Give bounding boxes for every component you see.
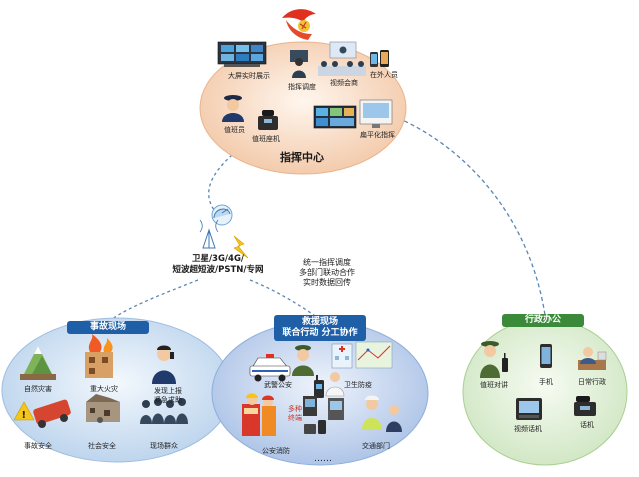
- health-worker-icon: [325, 372, 345, 397]
- video-meeting-icon: [318, 41, 366, 76]
- duty-officer-admin-icon: [480, 341, 508, 378]
- label-armed-police: 武警公安: [264, 381, 292, 389]
- natural-disaster-icon: [20, 346, 56, 380]
- duty-desk-phone-icon: [258, 110, 278, 130]
- link-cc-network: [208, 154, 233, 216]
- fire-trucks-icon: [242, 393, 276, 436]
- radio-tower-icon: [199, 219, 219, 249]
- lightning-signal-icon: [233, 235, 249, 259]
- duty-officer-icon: [222, 95, 244, 122]
- network-types: 卫星/3G/4G/ 短波超短波/PSTN/专网: [168, 254, 268, 276]
- desk-phone-icon: [574, 396, 596, 416]
- label-ellipsis: ……: [314, 454, 332, 464]
- coordination-line-2: 多部门联动合作: [299, 268, 355, 277]
- dispatch-operator-icon: [290, 50, 308, 78]
- coordination-line-3: 实时数据回传: [303, 278, 351, 287]
- onsite-crowd-icon: [140, 398, 188, 424]
- label-phone: 话机: [580, 421, 594, 429]
- rescue-title-line-1: 救援现场: [301, 317, 338, 327]
- label-fire: 公安消防: [262, 447, 290, 455]
- big-screen-icon: [217, 41, 267, 67]
- armed-police-icon: [292, 345, 314, 376]
- label-video-phone: 视频话机: [514, 425, 542, 433]
- link-cc-admin: [397, 117, 546, 316]
- police-car-icon: [249, 354, 291, 382]
- label-multi-terminal: 多种 终端: [288, 405, 302, 423]
- label-onsite-crowd: 现场群众: [150, 442, 178, 450]
- label-dispatch: 指挥调度: [288, 83, 316, 91]
- accident-safety-icon: !: [13, 399, 71, 428]
- admin-ellipse: [462, 318, 628, 466]
- traffic-police-icon: [362, 395, 402, 432]
- rescue-title-line-2: 联合行动 分工协作: [282, 328, 358, 338]
- label-accident-safety: 事故安全: [24, 442, 52, 450]
- major-fire-icon: [85, 334, 113, 378]
- flat-command-screens-icon: [313, 99, 393, 129]
- daily-admin-icon: [578, 347, 607, 370]
- link-network-rescue: [249, 279, 319, 319]
- reporter-officer-icon: [152, 345, 176, 384]
- label-health: 卫生防疫: [344, 381, 372, 389]
- map-overview-icon: [355, 341, 393, 369]
- admin-title: 行政办公: [502, 314, 584, 327]
- terminal-devices-icon: [303, 396, 344, 434]
- coordination-line-1: 统一指挥调度: [303, 258, 351, 267]
- label-duty-phone: 值班座机: [252, 135, 280, 143]
- rescue-title: 救援现场 联合行动 分工协作: [274, 315, 366, 341]
- label-duty-officer: 值班员: [224, 126, 245, 134]
- label-natural-disaster: 自然灾害: [24, 385, 52, 393]
- field-staff-phone-icon: [370, 50, 389, 67]
- label-daily-admin: 日常行政: [578, 378, 606, 386]
- terminal-radio-icon: [314, 375, 324, 398]
- label-duty-walkie: 值班对讲: [480, 381, 508, 389]
- label-report: 发现上报: [154, 387, 182, 395]
- label-flat-command: 扁平化指挥: [360, 131, 395, 139]
- accident-title: 事故现场: [67, 321, 149, 334]
- label-multi-terminal-2: 终端: [288, 414, 302, 422]
- video-phone-icon: [516, 398, 542, 420]
- label-major-fire: 重大火灾: [90, 385, 118, 393]
- label-report-2: 紧急求助: [154, 396, 182, 404]
- label-mobile: 手机: [539, 378, 553, 386]
- satellite-dish-icon: [211, 204, 233, 226]
- label-social-safety: 社会安全: [88, 442, 116, 450]
- emblem-icon: [282, 9, 316, 40]
- hospital-icon: [331, 343, 353, 369]
- label-video-meeting: 视频会商: [330, 79, 358, 87]
- label-big-screen: 大屏实时展示: [228, 72, 270, 80]
- network-line-1: 卫星/3G/4G/: [191, 254, 245, 264]
- svg-text:!: !: [22, 410, 27, 421]
- network-line-2: 短波超短波/PSTN/专网: [172, 265, 264, 275]
- coordination-notes: 统一指挥调度 多部门联动合作 实时数据回传: [290, 258, 364, 288]
- command-center-title: 指挥中心: [280, 151, 324, 164]
- label-traffic: 交通部门: [362, 442, 390, 450]
- label-multi-terminal-1: 多种: [288, 405, 302, 413]
- label-field-staff: 在外人员: [370, 71, 398, 79]
- mobile-phone-icon: [540, 344, 552, 368]
- social-safety-icon: [86, 394, 120, 423]
